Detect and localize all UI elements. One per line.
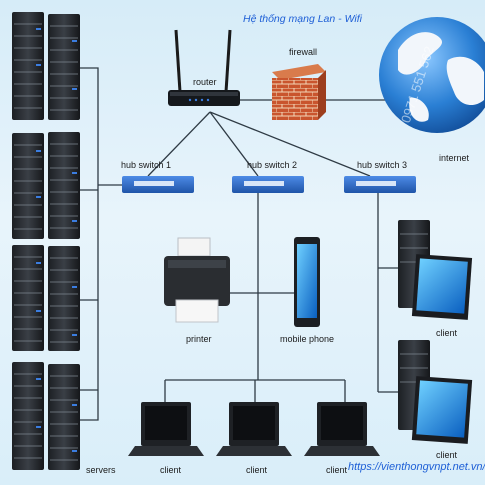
laptop-icon xyxy=(128,402,204,456)
mobile-phone-icon xyxy=(294,237,320,327)
monitor-icon xyxy=(411,254,473,320)
hub-switch-2-label: hub switch 2 xyxy=(247,160,298,170)
server-rack-icon xyxy=(12,362,80,470)
server-rack-icon xyxy=(12,245,80,351)
client-label-bottom-2: client xyxy=(246,465,268,475)
hub-switch-3-label: hub switch 3 xyxy=(357,160,408,170)
router-label: router xyxy=(193,77,217,87)
laptop-icon xyxy=(216,402,292,456)
internet-label: internet xyxy=(439,153,470,163)
server-racks xyxy=(12,12,80,470)
server-rack-icon xyxy=(12,12,80,120)
client-label-right-bottom: client xyxy=(436,450,458,460)
router-icon xyxy=(168,29,240,106)
servers-label: servers xyxy=(86,465,116,475)
mobile-phone-label: mobile phone xyxy=(280,334,335,344)
printer-label: printer xyxy=(186,334,212,344)
switch-icon xyxy=(344,176,416,193)
switch-icon xyxy=(122,176,194,193)
globe-icon xyxy=(379,17,485,133)
firewall-icon xyxy=(272,64,326,120)
client-label-right-top: client xyxy=(436,328,458,338)
client-label-bottom-1: client xyxy=(160,465,182,475)
diagram-title: Hệ thống mạng Lan - Wifi xyxy=(243,13,362,25)
laptop-icon xyxy=(304,402,380,456)
switch-icon xyxy=(232,176,304,193)
server-rack-icon xyxy=(12,132,80,239)
network-cables xyxy=(80,67,398,421)
monitor-icon xyxy=(411,376,473,444)
firewall-label: firewall xyxy=(289,47,318,57)
client-label-bottom-3: client xyxy=(326,465,348,475)
website-link[interactable]: https://vienthongvnpt.net.vn/ xyxy=(348,461,485,473)
hub-switch-1-label: hub switch 1 xyxy=(121,160,172,170)
printer-icon xyxy=(164,237,230,323)
